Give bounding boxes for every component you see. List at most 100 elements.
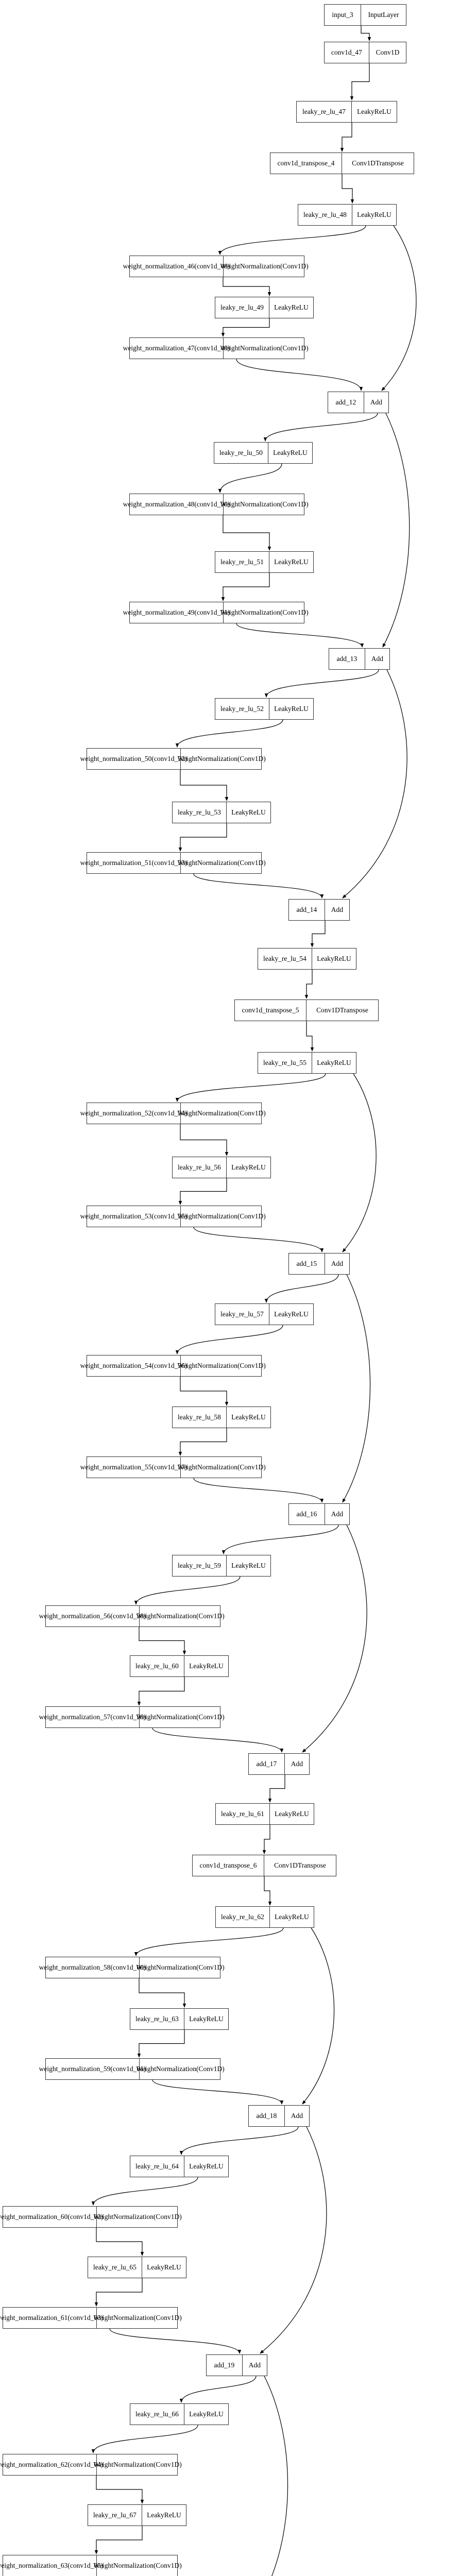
node-layer-name: weight_normalization_53(conv1d_55) — [80, 1206, 187, 1227]
graph-edge — [96, 2228, 144, 2256]
node-layer-type: LeakyReLU — [147, 2511, 181, 2519]
node-layer-name: weight_normalization_61(conv1d_63) — [0, 2308, 103, 2328]
node-layer-type: LeakyReLU — [189, 1662, 224, 1670]
graph-edge — [236, 623, 364, 648]
node-layer-type: LeakyReLU — [189, 2162, 224, 2171]
node-layer-name: input_3 — [325, 5, 362, 25]
node-layer-name: weight_normalization_50(conv1d_52) — [80, 749, 187, 769]
node-layer-name: weight_normalization_47(conv1d_49) — [123, 338, 230, 359]
node-layer-type: WeightNormalization(Conv1D) — [177, 755, 266, 763]
graph-edge — [139, 1627, 186, 1655]
node-layer-name: leaky_re_lu_62 — [216, 1907, 270, 1927]
node-layer-name: weight_normalization_56(conv1d_58) — [39, 1606, 146, 1626]
graph-edge — [264, 2376, 288, 2576]
graph-edge — [134, 1927, 284, 1956]
graph-node-weight_normalization_50[interactable]: weight_normalization_50(conv1d_52)Weight… — [80, 748, 266, 770]
graph-node-weight_normalization_57[interactable]: weight_normalization_57(conv1d_59)Weight… — [39, 1706, 225, 1728]
graph-edge — [134, 1576, 241, 1605]
graph-node-weight_normalization_60[interactable]: weight_normalization_60(conv1d_62)Weight… — [0, 2206, 182, 2228]
node-layer-type: LeakyReLU — [317, 955, 351, 963]
graph-node-weight_normalization_54[interactable]: weight_normalization_54(conv1d_56)Weight… — [80, 1355, 266, 1377]
graph-edge — [304, 970, 313, 999]
node-layer-type: WeightNormalization(Conv1D) — [177, 859, 266, 867]
node-layer-name: add_17 — [249, 1754, 285, 1774]
node-layer-type: LeakyReLU — [231, 1163, 266, 1172]
node-layer-name: conv1d_transpose_5 — [235, 1000, 306, 1021]
graph-edge — [223, 277, 271, 296]
graph-node-weight_normalization_58[interactable]: weight_normalization_58(conv1d_60)Weight… — [39, 1957, 225, 1978]
graph-edge — [268, 1775, 285, 1803]
node-layer-name: leaky_re_lu_67 — [88, 2505, 142, 2526]
graph-node-weight_normalization_53[interactable]: weight_normalization_53(conv1d_55)Weight… — [80, 1206, 266, 1227]
graph-node-conv1d_47[interactable]: conv1d_47 Conv1D — [324, 42, 406, 63]
node-layer-name: weight_normalization_58(conv1d_60) — [39, 1957, 146, 1978]
graph-edge — [193, 1478, 324, 1503]
graph-edge — [381, 225, 417, 391]
graph-node-weight_normalization_62[interactable]: weight_normalization_62(conv1d_64)Weight… — [0, 2454, 182, 2476]
graph-node-weight_normalization_63[interactable]: weight_normalization_63(conv1d_65)Weight… — [0, 2555, 182, 2576]
graph-edge — [310, 921, 326, 947]
graph-node-weight_normalization_51[interactable]: weight_normalization_51(conv1d_53)Weight… — [80, 852, 266, 874]
graph-node-weight_normalization_59[interactable]: weight_normalization_59(conv1d_61)Weight… — [39, 2058, 225, 2080]
graph-node-weight_normalization_56[interactable]: weight_normalization_56(conv1d_58)Weight… — [39, 1605, 225, 1627]
graph-edge — [361, 26, 371, 41]
graph-node-weight_normalization_52[interactable]: weight_normalization_52(conv1d_54)Weight… — [80, 1103, 266, 1124]
graph-edge — [137, 2030, 185, 2058]
node-layer-type: LeakyReLU — [189, 2015, 224, 2023]
graph-node-weight_normalization_47[interactable]: weight_normalization_47(conv1d_49)Weight… — [123, 337, 309, 359]
graph-edge — [179, 2126, 299, 2155]
node-layer-type: LeakyReLU — [274, 558, 309, 566]
graph-edge — [94, 2526, 143, 2554]
graph-edge — [152, 2079, 284, 2105]
graph-edge — [218, 463, 282, 493]
graph-node-weight_normalization_61[interactable]: weight_normalization_61(conv1d_63)Weight… — [0, 2307, 182, 2329]
graph-node-weight_normalization_48[interactable]: weight_normalization_48(conv1d_50)Weight… — [123, 494, 309, 515]
node-layer-name: add_19 — [207, 2355, 243, 2376]
graph-node-leaky_re_lu_67[interactable]: leaky_re_lu_67 LeakyReLU — [88, 2504, 186, 2526]
node-layer-type: Conv1D — [376, 48, 400, 57]
graph-node-weight_normalization_46[interactable]: weight_normalization_46(conv1d_48)Weight… — [123, 256, 309, 277]
graph-node-weight_normalization_49[interactable]: weight_normalization_49(conv1d_51)Weight… — [123, 602, 309, 623]
node-layer-type: WeightNormalization(Conv1D) — [177, 1109, 266, 1117]
node-layer-name: conv1d_47 — [325, 42, 369, 63]
graph-edge — [221, 573, 270, 601]
graph-edge — [94, 2278, 143, 2307]
node-layer-type: LeakyReLU — [275, 1810, 309, 1818]
node-layer-type: WeightNormalization(Conv1D) — [220, 344, 309, 352]
node-layer-type: WeightNormalization(Conv1D) — [93, 2213, 182, 2221]
graph-edge — [342, 1073, 377, 1252]
graph-node-weight_normalization_55[interactable]: weight_normalization_55(conv1d_57)Weight… — [80, 1456, 266, 1478]
